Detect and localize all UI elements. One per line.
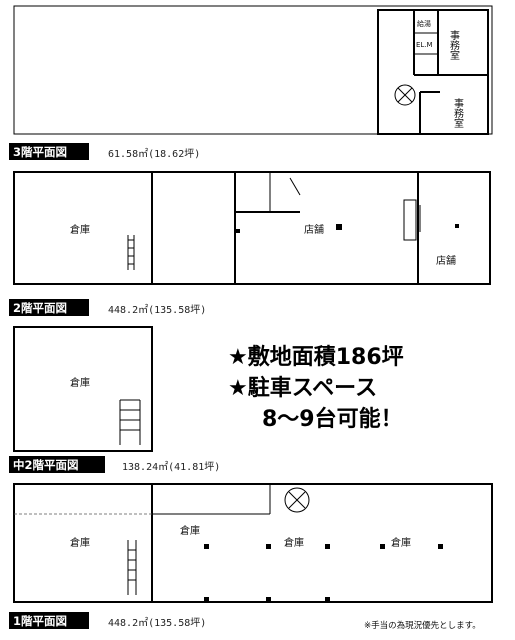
floor3-office-a-label: 事務室 — [448, 29, 460, 60]
floor1-plan: 倉庫 倉庫 倉庫 倉庫 — [13, 483, 493, 603]
floor3-area: 61.58㎡(18.62坪) — [108, 147, 200, 160]
floor1-warehouse-d-label: 倉庫 — [391, 536, 411, 549]
floor3-small-room-1-label: 給湯 — [417, 19, 431, 28]
floor1-area: 448.2㎡(135.58坪) — [108, 616, 206, 629]
mezzanine2-outline — [13, 326, 153, 452]
floor1-warehouse-b-label: 倉庫 — [180, 524, 200, 537]
promo-parking: ★駐車スペース — [228, 375, 377, 401]
floor1-warehouse-c-label: 倉庫 — [284, 536, 304, 549]
svg-text:2階平面図: 2階平面図 — [13, 301, 67, 315]
mezzanine2-plan: 倉庫 — [13, 326, 153, 452]
svg-text:1階平面図: 1階平面図 — [13, 614, 67, 628]
floor1-warehouse-a-label: 倉庫 — [70, 536, 90, 549]
svg-text:中2階平面図: 中2階平面図 — [13, 458, 79, 472]
floor2-plan: 倉庫 店舗 店舗 — [13, 171, 491, 285]
floor3-building — [377, 9, 489, 135]
floor3-title-tag: 3階平面図 — [9, 143, 89, 160]
mezzanine2-area: 138.24㎡(41.81坪) — [122, 460, 220, 473]
promo-parking-capacity: 8～9台可能！ — [262, 406, 403, 432]
site-note: ※手当の為現況優先とします。 — [364, 620, 481, 631]
mezzanine2-title-tag: 中2階平面図 — [9, 456, 105, 473]
floor2-area: 448.2㎡(135.58坪) — [108, 303, 206, 316]
floor2-store-a-label: 店舗 — [304, 223, 324, 236]
svg-text:3階平面図: 3階平面図 — [13, 145, 67, 159]
floor2-store-b-label: 店舗 — [436, 254, 456, 267]
floor3-plan: 事務室 事務室 給湯 EL.M — [13, 5, 493, 135]
floor3-office-b-label: 事務室 — [452, 97, 464, 128]
floor1-title-tag: 1階平面図 — [9, 612, 89, 629]
floor2-title-tag: 2階平面図 — [9, 299, 89, 316]
promo-site-area: ★敷地面積186坪 — [228, 344, 404, 370]
floor2-outline — [13, 171, 491, 285]
floor3-site-outline — [13, 5, 493, 135]
floor3-small-room-2-label: EL.M — [416, 41, 433, 49]
floor1-outline — [13, 483, 493, 603]
mezzanine2-warehouse-label: 倉庫 — [70, 376, 90, 389]
floor2-warehouse-label: 倉庫 — [70, 223, 90, 236]
